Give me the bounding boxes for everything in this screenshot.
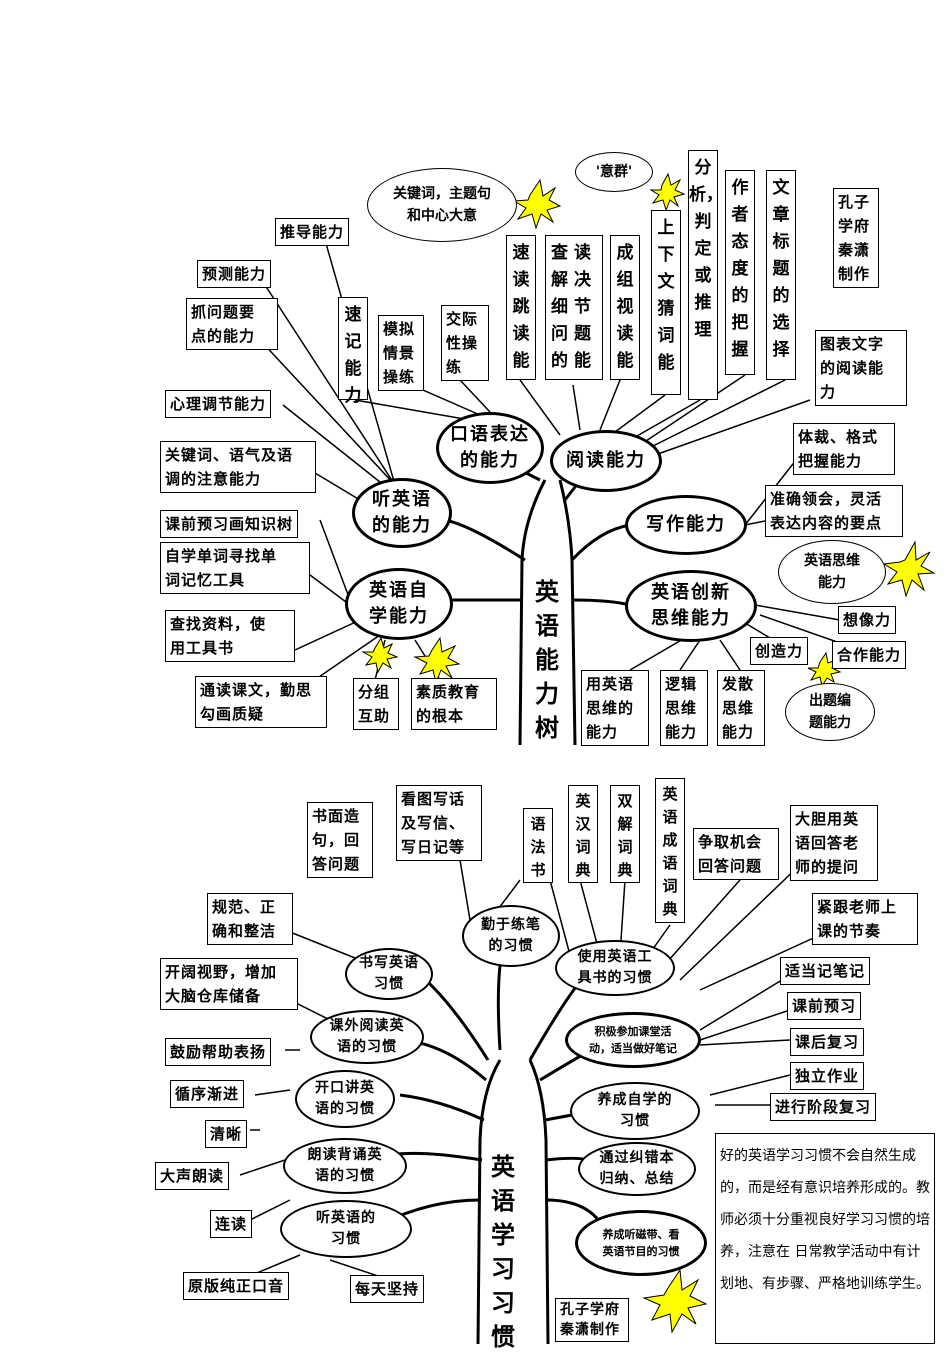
- node-speak-habit: 开口讲英 语的习惯: [295, 1070, 395, 1128]
- leaf-imagine: 想像力: [838, 606, 897, 634]
- credit-tree1: 孔子学府秦潇制作: [833, 188, 879, 288]
- leaf-thinkeng: 用英语 思维的 能力: [581, 670, 649, 746]
- leaf-group: 分组 互助: [353, 678, 399, 730]
- star-burst: [642, 1268, 708, 1334]
- leaf-dict: 英汉词典: [568, 785, 598, 883]
- leaf-predict: 预测能力: [197, 260, 272, 288]
- leaf-shorthand: 速记能力: [338, 297, 368, 406]
- leaf-cooperate: 合作能力: [832, 641, 907, 669]
- node-listen-habit: 听英语的 习惯: [280, 1200, 412, 1258]
- star-burst: [649, 172, 686, 212]
- leaf-follow: 紧跟老师上 课的节奏: [812, 893, 918, 945]
- node-recite-habit: 朗读背诵英 语的习惯: [283, 1138, 407, 1194]
- leaf-grasp: 抓问题要 点的能力: [186, 298, 278, 350]
- star-burst: [512, 178, 562, 230]
- leaf-letters: 看图写话 及写信、 写日记等: [396, 785, 482, 861]
- leaf-keyword: 关键词、语气及语 调的注意能力: [160, 441, 316, 493]
- leaf-original: 原版纯正口音: [183, 1272, 290, 1300]
- habit-note: 好的英语学习习惯不会自然生成的，而是经有意识培养形成的。教师必须十分重视良好学习…: [715, 1133, 935, 1344]
- leaf-loud: 大声朗读: [155, 1162, 230, 1190]
- leaf-encourage: 鼓励帮助表扬: [165, 1038, 272, 1066]
- tree1-trunk-label: 英语能力树: [535, 577, 559, 742]
- leaf-chart: 图表文字 的阅读能 力: [815, 330, 907, 406]
- leaf-chunk: 成组视读能: [610, 235, 640, 380]
- node-pen-habit: 勤于练笔 的习惯: [462, 905, 560, 967]
- node-writing: 写作能力: [625, 495, 747, 555]
- leaf-simulate: 模拟 情景 操练: [378, 315, 424, 391]
- star-burst: [882, 540, 936, 598]
- leaf-logic: 逻辑 思维 能力: [660, 670, 708, 746]
- leaf-readtext: 通读课文，勤思 勾画质疑: [195, 676, 327, 728]
- leaf-skim: 速读跳读能: [506, 235, 536, 380]
- star-burst: [413, 636, 461, 685]
- cloud-meaning: '意群': [575, 152, 653, 192]
- leaf-psych: 心理调节能力: [165, 390, 272, 418]
- node-speaking: 口语表达 的能力: [436, 412, 544, 484]
- leaf-infer: 分析，判定或推理: [688, 150, 723, 400]
- node-reading: 阅读能力: [550, 430, 662, 492]
- cloud-question: 出题编 题能力: [785, 683, 875, 741]
- node-tools-habit: 使用英语工 具书的习惯: [555, 940, 675, 996]
- leaf-detail: 查读解决细节问题的能: [545, 235, 603, 380]
- leaf-genre: 体裁、格式 把握能力: [793, 423, 895, 475]
- leaf-clear: 清晰: [205, 1120, 248, 1148]
- leaf-homework: 独立作业: [790, 1062, 865, 1090]
- leaf-gradual: 循序渐进: [170, 1080, 245, 1108]
- cloud-engthink: 英语思维 能力: [778, 540, 886, 604]
- node-write-habit: 书写英语 习惯: [345, 948, 433, 1000]
- leaf-derive: 推导能力: [275, 218, 350, 246]
- leaf-bold: 大胆用英 语回答老 师的提问: [790, 805, 878, 881]
- leaf-idioms: 英语成语词典: [655, 778, 685, 923]
- leaf-context: 上下文猜词能: [651, 210, 681, 395]
- star-burst: [361, 636, 399, 674]
- leaf-title: 文章标题的选择: [766, 170, 796, 380]
- leaf-create: 创造力: [750, 637, 809, 665]
- node-self-study: 英语自 学能力: [345, 568, 453, 640]
- leaf-diverge: 发散 思维 能力: [717, 670, 765, 746]
- credit-text: 孔子学府秦潇制作: [838, 193, 871, 283]
- leaf-fluent: 连读: [210, 1210, 253, 1238]
- node-class-participation: 积极参加课堂活 动，适当做好笔记: [565, 1012, 701, 1068]
- leaf-neat: 规范、正 确和整洁: [207, 893, 293, 945]
- leaf-preview: 课前预习画知识树: [160, 510, 299, 538]
- leaf-grammar: 语法书: [523, 808, 553, 883]
- leaf-attitude: 作者态度的把握: [725, 170, 755, 375]
- leaf-sentence: 书面造 句，回 答问题: [307, 802, 373, 878]
- leaf-quality: 素质教育 的根本: [411, 678, 497, 730]
- leaf-review: 课后复习: [790, 1028, 865, 1056]
- node-innovation: 英语创新 思维能力: [625, 570, 757, 642]
- leaf-daily: 每天坚持: [350, 1275, 425, 1303]
- cloud-keywords: 关键词，主题句 和中心大意: [367, 168, 517, 242]
- node-listening: 听英语 的能力: [352, 478, 452, 548]
- leaf-chance: 争取机会 回答问题: [693, 828, 779, 880]
- leaf-lookup: 查找资料，使 用工具书: [165, 610, 295, 662]
- leaf-express: 准确领会，灵活 表达内容的要点: [765, 485, 903, 537]
- leaf-selfword: 自学单词寻找单 词记忆工具: [160, 542, 310, 594]
- node-selfstudy-habit: 养成自学的 习惯: [570, 1082, 700, 1140]
- leaf-notes: 适当记笔记: [780, 957, 871, 985]
- leaf-prev: 课前预习: [787, 992, 862, 1020]
- node-extread-habit: 课外阅读英 语的习惯: [310, 1010, 424, 1064]
- credit-tree2: 孔子学府 秦潇制作: [555, 1298, 629, 1342]
- leaf-vision: 开阔视野，增加 大脑仓库储备: [160, 958, 298, 1010]
- leaf-stage: 进行阶段复习: [770, 1093, 877, 1121]
- node-correct-habit: 通过纠错本 归纳、总结: [578, 1142, 696, 1196]
- tree2-trunk-label: 英语学习习惯: [491, 1152, 515, 1351]
- leaf-bilingual: 双解词典: [610, 785, 640, 883]
- leaf-interact: 交际 性操 练: [441, 305, 489, 381]
- node-tape-habit: 养成听磁带、看 英语节目的习惯: [575, 1210, 707, 1276]
